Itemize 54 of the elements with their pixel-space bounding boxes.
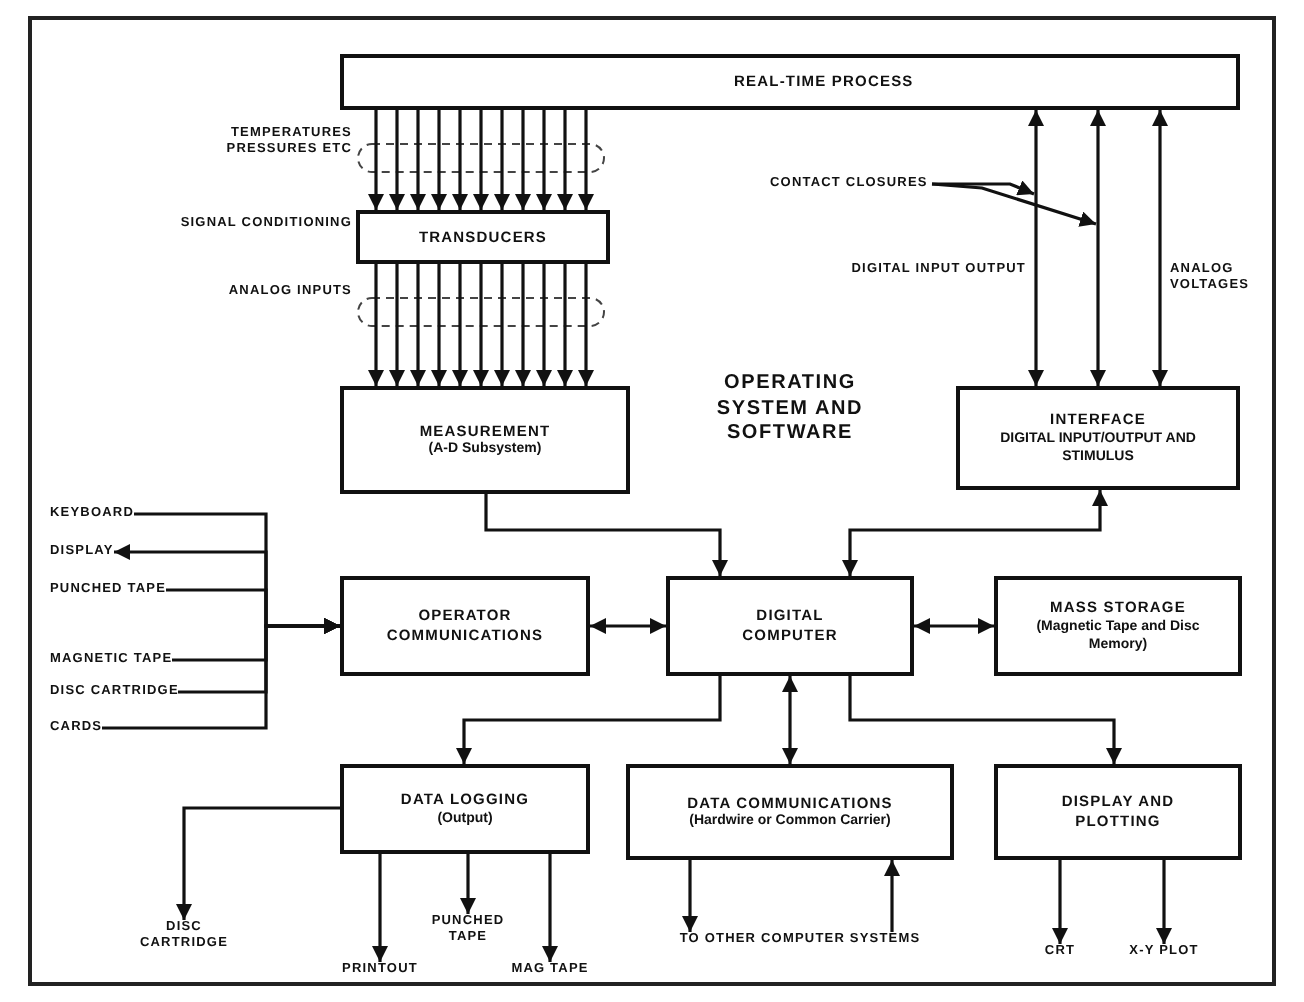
leader-line [932, 180, 1035, 196]
arrow [460, 854, 476, 914]
arrow [368, 264, 384, 386]
arrow [368, 110, 384, 210]
arrow [431, 110, 447, 210]
arrow [536, 264, 552, 386]
process-box [340, 54, 1240, 110]
arrow [536, 110, 552, 210]
process-box [994, 764, 1242, 860]
arrow [842, 490, 1108, 576]
arrow [848, 676, 1122, 764]
arrow [515, 264, 531, 386]
process-box [340, 386, 630, 494]
process-box [340, 576, 590, 676]
process-box [956, 386, 1240, 490]
arrow [389, 264, 405, 386]
arrow [557, 110, 573, 210]
process-box [340, 764, 590, 854]
process-box [994, 576, 1242, 676]
arrow [914, 618, 994, 634]
heading-label: OPERATING SYSTEM AND SOFTWARE [714, 372, 866, 447]
arrow [456, 676, 722, 764]
leader-line [931, 182, 1097, 227]
arrow [484, 494, 728, 576]
arrow [410, 110, 426, 210]
arrow [578, 264, 594, 386]
arrow [176, 806, 340, 920]
arrow [372, 854, 388, 962]
arrow [1028, 110, 1044, 386]
arrow [102, 618, 340, 730]
arrow [884, 860, 900, 932]
arrow [682, 860, 698, 932]
arrow [473, 110, 489, 210]
arrow [515, 110, 531, 210]
arrow [1052, 860, 1068, 944]
arrow [782, 676, 798, 764]
arrow [542, 854, 558, 962]
arrow [494, 110, 510, 210]
arrow [1156, 860, 1172, 944]
arrow [410, 264, 426, 386]
arrow [452, 110, 468, 210]
process-box [626, 764, 954, 860]
arrow [494, 264, 510, 386]
arrow [452, 264, 468, 386]
arrow [473, 264, 489, 386]
process-box [356, 210, 610, 264]
process-box [666, 576, 914, 676]
arrow [578, 110, 594, 210]
arrow [590, 618, 666, 634]
arrow [1152, 110, 1168, 386]
arrow [389, 110, 405, 210]
arrow [431, 264, 447, 386]
arrow [557, 264, 573, 386]
arrow [1090, 110, 1106, 386]
